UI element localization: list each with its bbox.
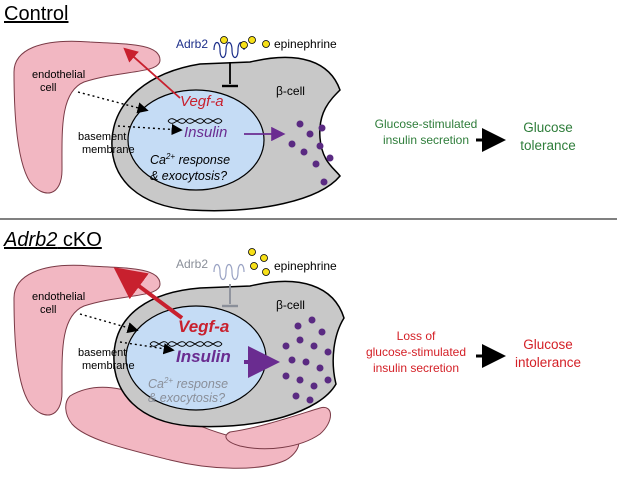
endothelial-dotted-arrow — [77, 91, 149, 114]
nucleus-shape — [127, 89, 265, 191]
endothelial-cell-small-shape — [225, 406, 331, 450]
epinephrine-icon — [220, 36, 270, 49]
adrb2-receptor-icon — [213, 263, 245, 281]
epinephrine-label: epinephrine — [274, 259, 337, 273]
insulin-granules — [288, 120, 334, 186]
basement-dotted-arrow — [119, 341, 175, 355]
control-panel: Control Adrb2 epinephrine β-cell Vegf-a — [4, 3, 576, 212]
cko-panel: Adrb2 cKO Adrb2 epinephrine β-cell Vegf-… — [3, 229, 581, 469]
basement-dotted-arrow — [117, 123, 183, 136]
dna-icon — [167, 118, 223, 124]
cko-title: Adrb2 cKO — [3, 229, 102, 251]
exocytosis-label: & exocytosis? — [148, 391, 225, 405]
ca-response-label: Ca2+ response — [150, 152, 230, 167]
insulin-label: Insulin — [176, 347, 231, 366]
vegf-label: Vegf-a — [178, 317, 229, 336]
beta-cell-label: β-cell — [276, 298, 305, 312]
endothelial-cell-shape — [13, 40, 161, 194]
insulin-granules — [282, 316, 332, 404]
insulin-label: Insulin — [184, 124, 227, 141]
adrb2-label: Adrb2 — [176, 257, 208, 271]
adrb2-receptor-icon — [213, 41, 245, 59]
epinephrine-icon — [248, 248, 270, 276]
vegf-arrow — [123, 47, 181, 99]
vegf-arrow — [113, 267, 184, 320]
control-title: Control — [4, 3, 68, 25]
dna-icon — [149, 341, 223, 347]
endothelial-cell-shape — [13, 264, 161, 416]
adrb2-label: Adrb2 — [176, 37, 208, 51]
ca-response-label: Ca2+ response — [148, 376, 228, 391]
vegf-label: Vegf-a — [180, 93, 224, 110]
exocytosis-label: & exocytosis? — [150, 169, 227, 183]
epinephrine-label: epinephrine — [274, 37, 337, 51]
beta-cell-label: β-cell — [276, 84, 305, 98]
